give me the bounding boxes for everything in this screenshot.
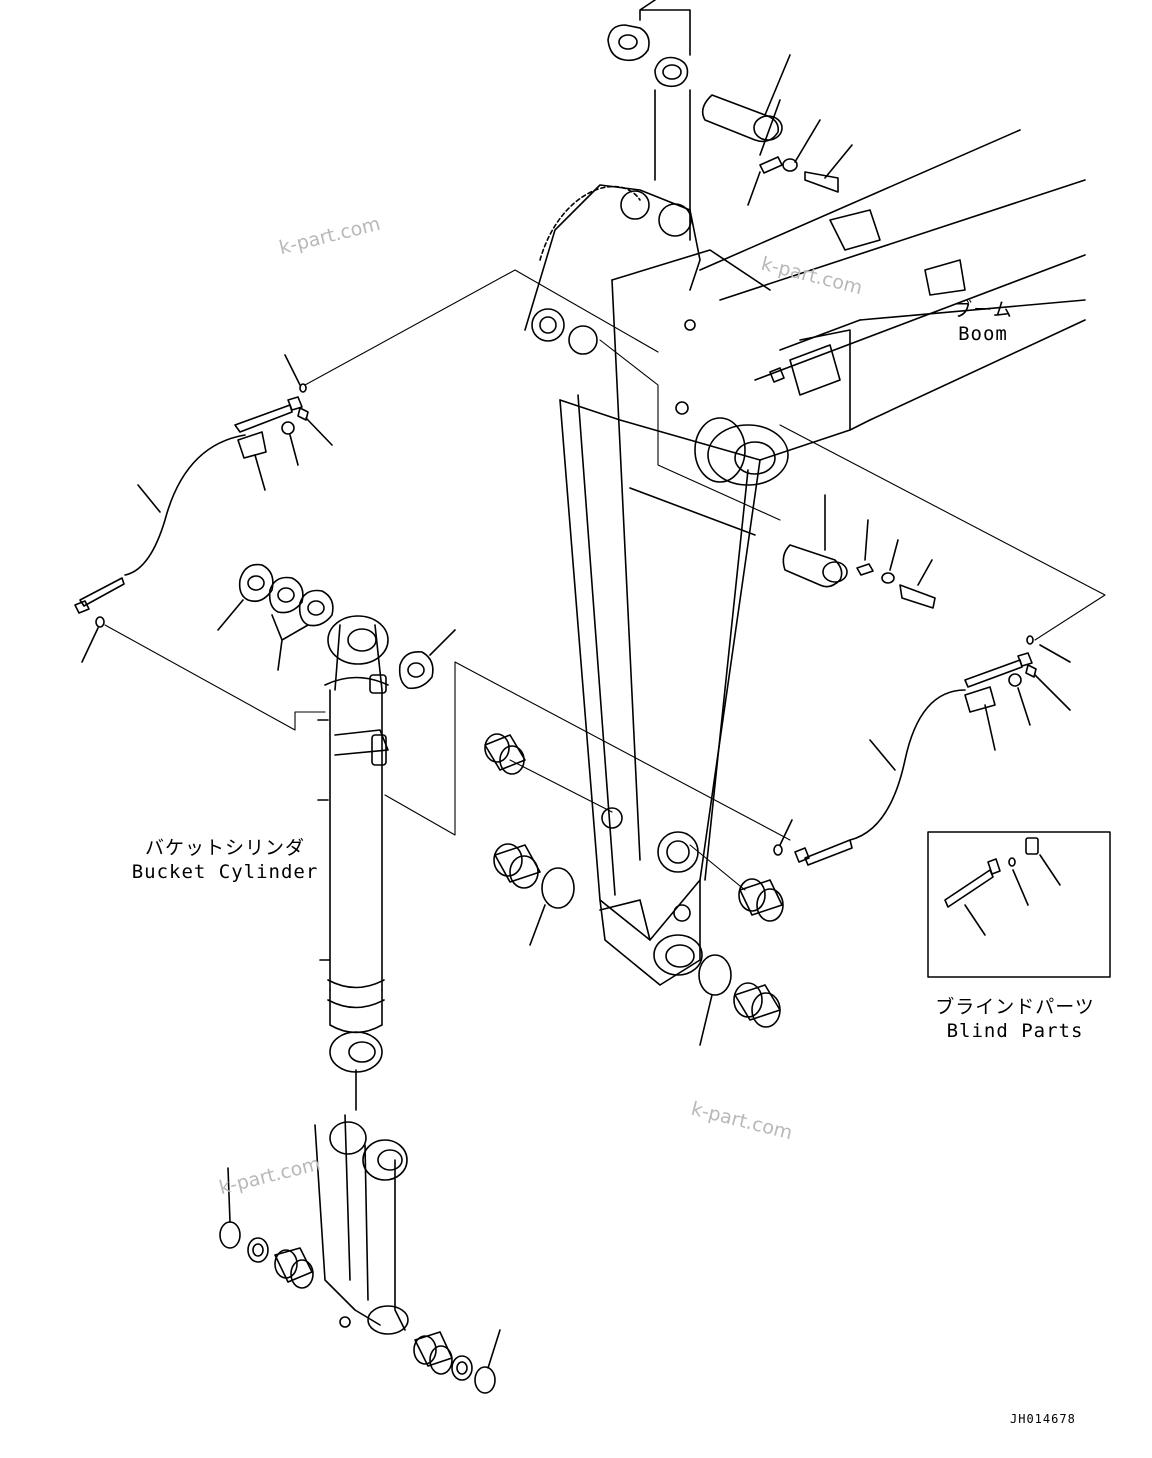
- bucket-cylinder-label-en: Bucket Cylinder: [131, 861, 319, 883]
- leader-lines: [104, 269, 1106, 891]
- boom-label-jp: ブーム: [953, 299, 1013, 321]
- blind-parts-label-en: Blind Parts: [946, 1020, 1084, 1042]
- bucket-cylinder-label-jp: バケットシリンダ: [144, 837, 305, 859]
- boom-body: [684, 129, 1086, 486]
- bucket-link: [314, 1114, 409, 1335]
- right-grease-hose: [773, 635, 1071, 866]
- top-pin-assembly: [607, 0, 853, 241]
- left-grease-hose: [74, 354, 333, 663]
- blind-parts-label-jp: ブラインドパーツ: [935, 996, 1095, 1018]
- mid-pin-assembly: [782, 494, 936, 609]
- shims: [217, 563, 456, 690]
- drawing-code: JH014678: [1010, 1412, 1076, 1426]
- bucket-cylinder: [317, 615, 389, 1111]
- arm-body: [524, 184, 771, 986]
- bushings: [219, 733, 784, 1394]
- blind-parts-inset: [927, 831, 1111, 978]
- boom-label-en: Boom: [958, 323, 1008, 345]
